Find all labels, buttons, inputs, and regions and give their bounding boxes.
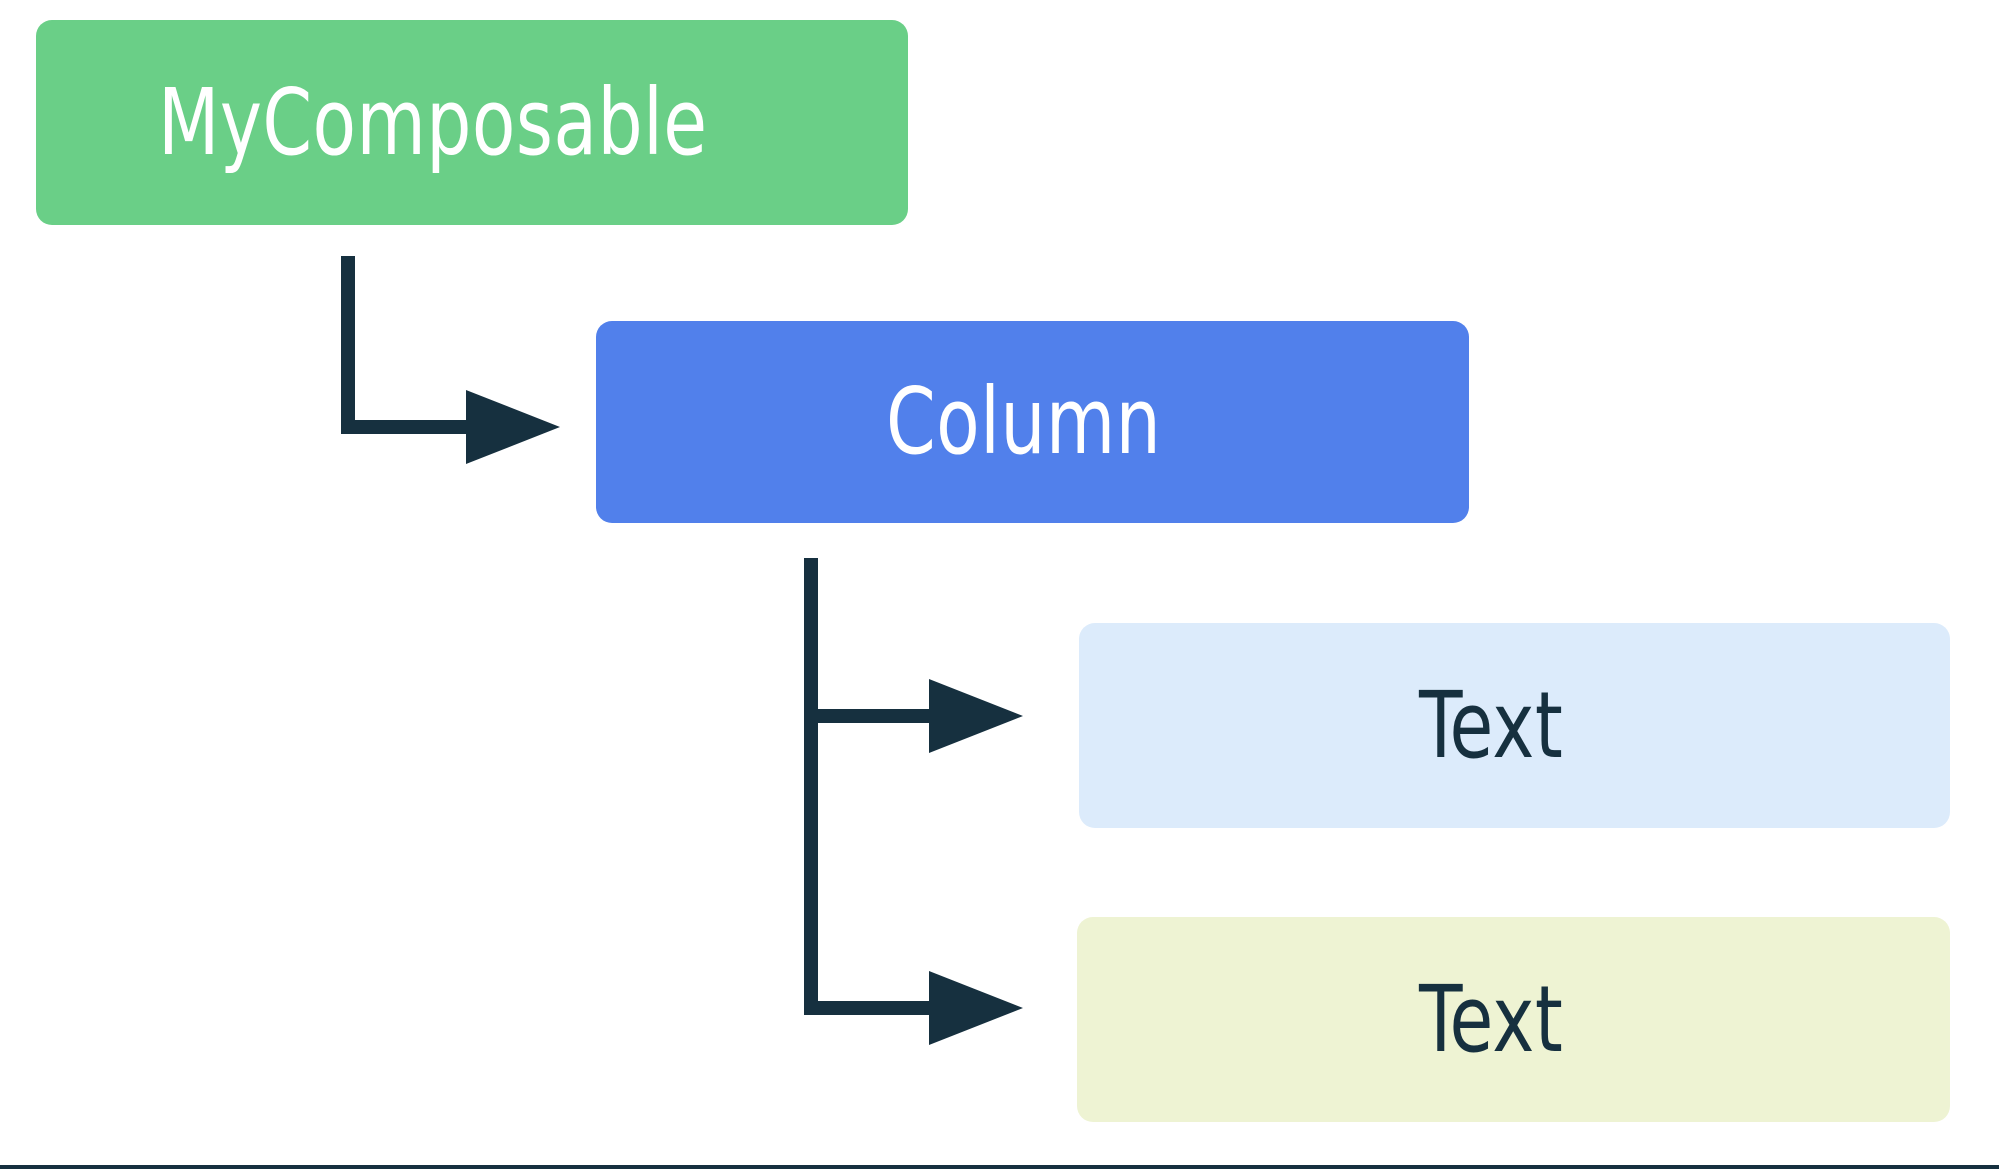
- edge-column-trunk-vertical: [804, 558, 818, 1015]
- edge-root-to-column: [341, 256, 560, 464]
- arrowhead-icon: [929, 971, 1023, 1045]
- edge-column-to-text-2-horizontal: [804, 1001, 947, 1015]
- node-column-label: Column: [886, 368, 1162, 475]
- node-my-composable[interactable]: MyComposable: [36, 20, 908, 225]
- arrowhead-icon: [466, 390, 560, 464]
- node-my-composable-label: MyComposable: [158, 68, 708, 176]
- edge-root-to-column-vertical: [341, 256, 355, 433]
- edge-column-to-text-1-horizontal: [804, 709, 947, 723]
- edge-column-to-children: [804, 558, 1023, 1045]
- node-text-1[interactable]: Text: [1079, 623, 1950, 828]
- edge-root-to-column-horizontal: [341, 420, 484, 434]
- node-column[interactable]: Column: [596, 321, 1469, 523]
- node-text-2-label: Text: [1419, 965, 1564, 1073]
- arrowhead-icon: [929, 679, 1023, 753]
- node-text-2[interactable]: Text: [1077, 917, 1950, 1122]
- bottom-divider: [0, 1165, 1999, 1169]
- node-text-1-label: Text: [1419, 671, 1564, 779]
